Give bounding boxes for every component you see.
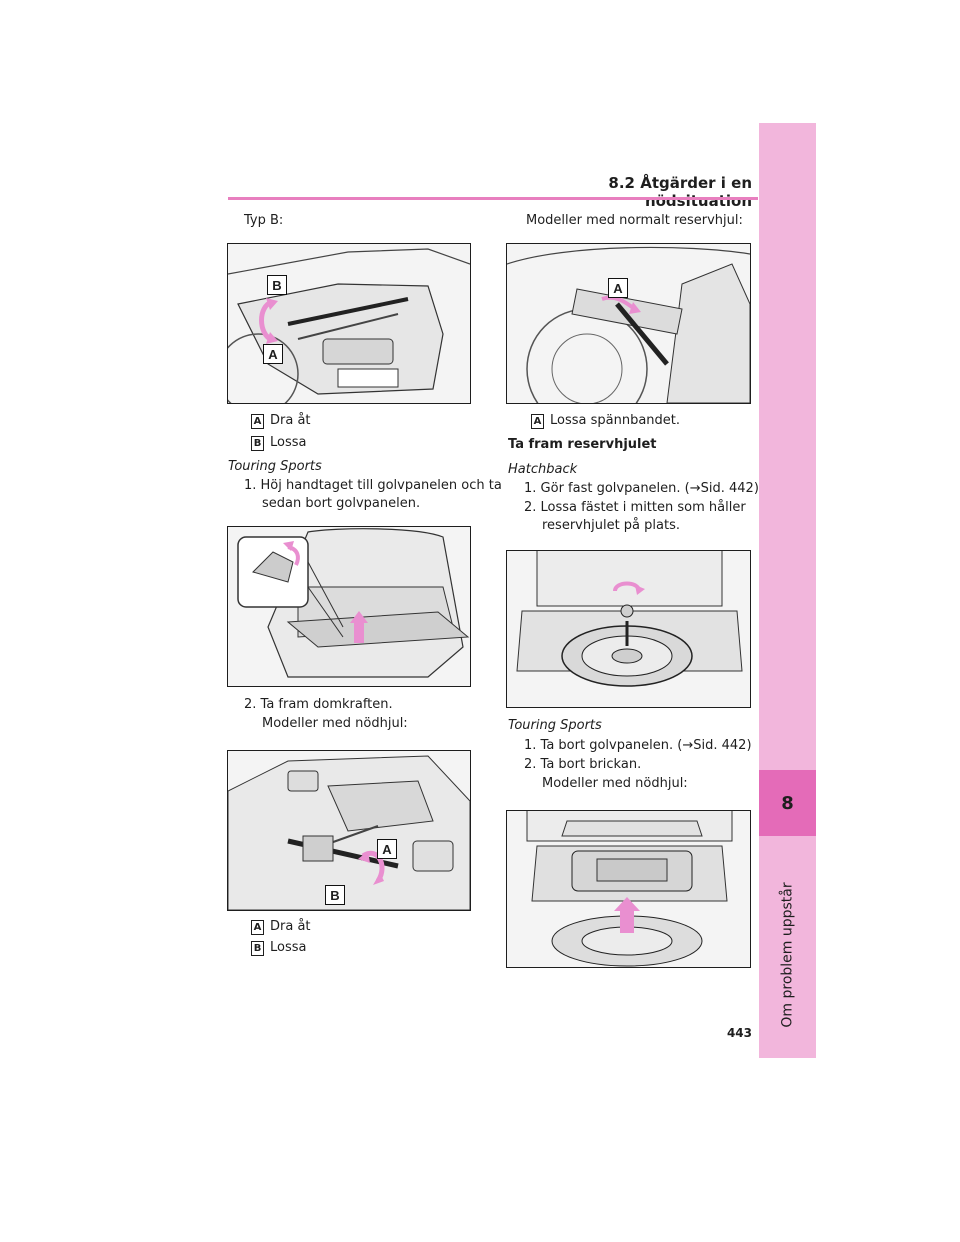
touring-step1: 1. Ta bort golvpanelen. (→Sid. 442): [524, 738, 752, 753]
type-b-label: Typ B:: [244, 213, 284, 228]
legend-text-tighten: Dra åt: [270, 413, 311, 428]
legend-badge-b: B: [251, 436, 264, 451]
figure-jack-storage: A B: [227, 750, 471, 911]
legend-text-tighten: Dra åt: [270, 919, 311, 934]
header-rule: [228, 197, 758, 200]
legend-badge-a: A: [251, 920, 264, 935]
tray-illustration: [507, 811, 750, 967]
figure-label-b: B: [325, 885, 345, 905]
touring-step2: 2. Ta bort brickan.: [524, 757, 642, 772]
touring-sports-heading: Touring Sports: [228, 459, 322, 474]
spare-wheel-illustration: [507, 551, 750, 707]
figure-label-b: B: [267, 275, 287, 295]
legend-text-loosen: Lossa: [270, 940, 307, 955]
chapter-side-tab: [759, 123, 816, 1058]
step2-text: 2. Ta fram domkraften.: [244, 697, 393, 712]
figure-jack-type-b: B A: [227, 243, 471, 404]
step1-line2: sedan bort golvpanelen.: [262, 496, 421, 511]
chapter-number: 8: [759, 770, 816, 836]
models-normal-label: Modeller med normalt reservhjul:: [526, 213, 743, 228]
figure-strap: A: [506, 243, 751, 404]
chapter-title: Om problem uppstår: [750, 870, 826, 1040]
figure-label-a: A: [263, 344, 283, 364]
models-spare-label: Modeller med nödhjul:: [262, 716, 408, 731]
figure-tray: [506, 810, 751, 968]
page-number: 443: [726, 1026, 752, 1040]
models-spare-label-right: Modeller med nödhjul:: [542, 776, 688, 791]
jack-type-b-illustration: [228, 244, 470, 403]
take-out-spare-heading: Ta fram reservhjulet: [508, 437, 657, 452]
legend-text-loosen-strap: Lossa spännbandet.: [550, 413, 681, 428]
step1-line1: 1. Höj handtaget till golvpanelen och ta: [244, 478, 502, 493]
figure-label-a: A: [608, 278, 628, 298]
legend-badge-a: A: [531, 414, 544, 429]
chapter-title-text: Om problem uppstår: [780, 882, 796, 1028]
hatchback-step1: 1. Gör fast golvpanelen. (→Sid. 442): [524, 481, 759, 496]
hatchback-step2-line1: 2. Lossa fästet i mitten som håller: [524, 500, 746, 515]
legend-badge-b: B: [251, 941, 264, 956]
hatchback-heading: Hatchback: [508, 462, 578, 477]
strap-illustration: [507, 244, 750, 403]
legend-badge-a: A: [251, 414, 264, 429]
section-header: 8.2 Åtgärder i en nödsituation: [608, 174, 752, 210]
figure-label-a: A: [377, 839, 397, 859]
touring-sports-heading-right: Touring Sports: [508, 718, 602, 733]
hatchback-step2-line2: reservhjulet på plats.: [542, 518, 680, 533]
figure-spare-wheel: [506, 550, 751, 708]
floor-panel-illustration: [228, 527, 470, 686]
legend-text-loosen: Lossa: [270, 435, 307, 450]
figure-floor-panel: [227, 526, 471, 687]
jack-storage-illustration: [228, 751, 470, 910]
